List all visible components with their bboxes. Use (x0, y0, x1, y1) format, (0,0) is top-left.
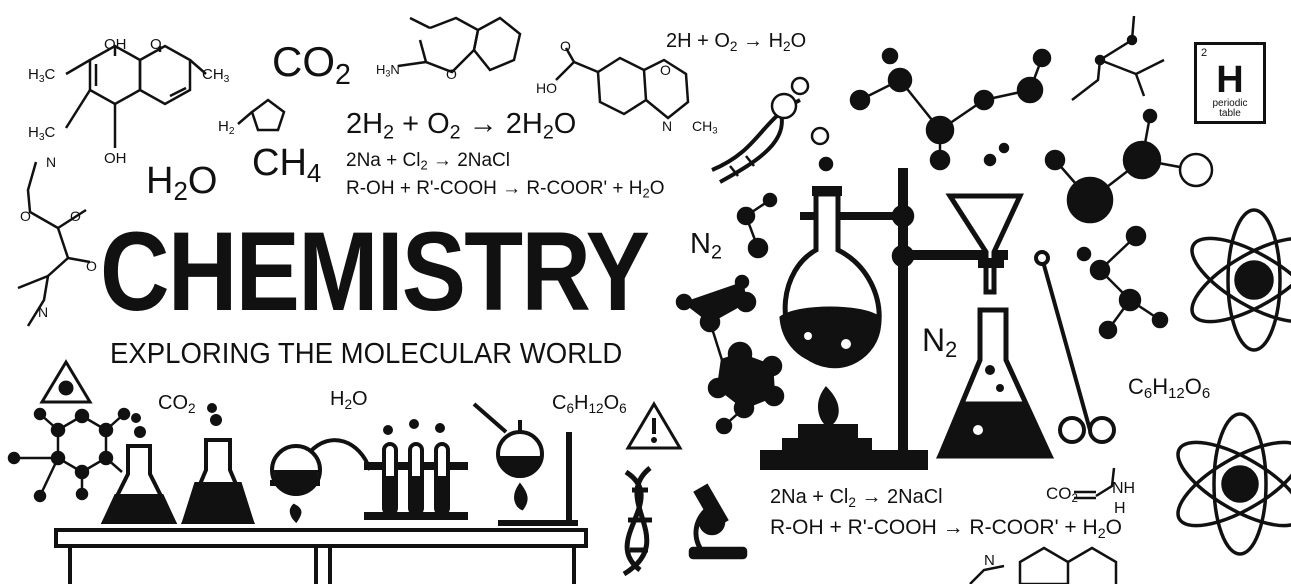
side-chain-structure (17, 161, 91, 327)
water-equation: 2H2 + O2 → 2H2O (346, 108, 577, 144)
naphthalene-structure (64, 44, 207, 148)
bicyclic-structure (397, 16, 522, 74)
round-flask-icon (779, 186, 882, 369)
label-h3c-a: H3C (28, 66, 56, 85)
label-o-top: O (150, 36, 162, 53)
lab-stand-icon (760, 168, 1008, 470)
amino-h: H (1114, 500, 1126, 517)
ch4-formula: CH4 (252, 142, 322, 189)
funnel-icon (945, 193, 1024, 295)
label-n-left-bottom: N (38, 304, 49, 320)
flask-bottom-1-icon (100, 413, 178, 524)
h2o-formula-lab: H2O (330, 388, 368, 412)
distillation-flask-icon (472, 402, 578, 526)
retort-icon (270, 438, 372, 524)
warning-icon (625, 401, 683, 450)
n2-label-right: N2 (922, 322, 958, 363)
hydrogen-equation: 2H + O2 → H2O (666, 30, 807, 54)
benzoxazine-structure (555, 47, 690, 120)
label-ho: HO (536, 80, 557, 96)
label-o-left: O (20, 208, 31, 224)
glucose-formula-right: C6H12O6 (1128, 374, 1211, 403)
thermometer-icon (1034, 250, 1116, 444)
banner-title: CHEMISTRY (100, 209, 650, 334)
label-ring-o: O (446, 66, 457, 82)
label-h3n: H3N (376, 62, 400, 79)
label-n-left-top: N (46, 154, 57, 170)
cyclopentadiene-structure (237, 98, 286, 132)
biohazard-icon (39, 359, 93, 404)
microscope-icon (688, 483, 748, 560)
bunsen-burner-icon (782, 386, 872, 450)
periodic-symbol: H (1216, 59, 1244, 101)
nacl-equation-bottom: 2Na + Cl2 → 2NaCl (770, 486, 943, 510)
label-n-ring2: N (662, 118, 673, 134)
lab-bench-icon (54, 528, 588, 584)
dna-bottom-icon (622, 466, 652, 577)
flask-bottom-2-icon (180, 403, 256, 524)
label-oh-bottom: OH (104, 150, 127, 167)
test-tubes-icon (364, 419, 468, 520)
molecule-right-icon (1076, 225, 1169, 340)
atom-icon (1176, 208, 1291, 556)
label-h3c-b: H3C (28, 124, 56, 143)
label-o-left3: O (86, 258, 97, 274)
label-o-ring2: O (660, 62, 671, 78)
n2-label-left: N2 (690, 228, 722, 264)
co2-formula-lab: CO2 (158, 392, 196, 416)
ester-equation-bottom: R-OH + R'-COOH → R-COOR' + H2O (770, 516, 1122, 542)
molecule-left-icon (675, 192, 785, 435)
co2-formula-large: CO2 (272, 38, 351, 91)
dna-icon (711, 76, 810, 184)
label-h2-cp: H2 (218, 118, 235, 137)
bottom-ring-structure (969, 546, 1118, 584)
nacl-equation: 2Na + Cl2 → 2NaCl (346, 150, 510, 173)
flask-icon (935, 307, 1055, 459)
ester-equation: R-OH + R'-COOH → R-COOR' + H2O (346, 178, 665, 201)
banner-subtitle: EXPLORING THE MOLECULAR WORLD (110, 338, 623, 370)
periodic-number: 2 (1201, 47, 1208, 59)
h2o-formula-large: H2O (146, 160, 218, 207)
alkene-structure (1071, 15, 1165, 101)
label-ch3-a: CH3 (202, 66, 230, 85)
label-n-bottom-right: N (984, 552, 995, 569)
benzene-molecule-icon (7, 407, 131, 503)
glucose-formula-lab: C6H12O6 (552, 392, 627, 416)
label-o-acid: O (560, 38, 571, 54)
label-ch3-ring2: CH3 (692, 118, 718, 137)
amino-nh: NH (1112, 480, 1136, 497)
molecule-icon (810, 47, 1214, 224)
amino-acid-structure (1074, 467, 1116, 500)
